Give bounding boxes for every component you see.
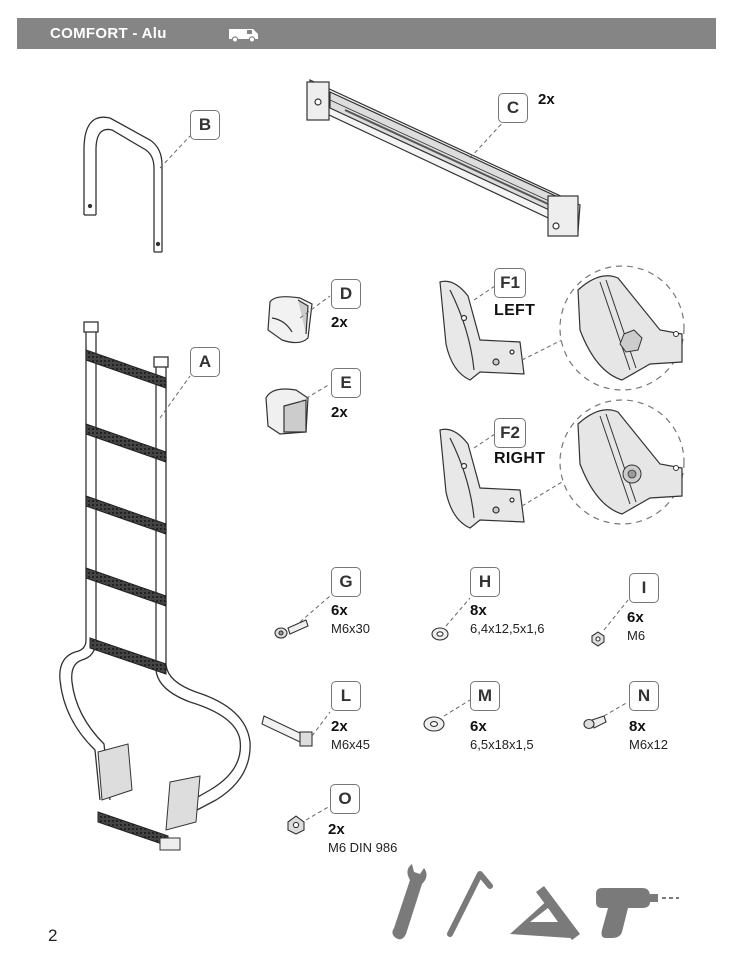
page-number: 2 [48,926,58,945]
f2-detail-view [559,399,685,525]
ladder-steps [85,349,169,847]
label-b: B [190,110,220,140]
page-header: COMFORT - Alu [17,18,716,49]
part-g-bolt [274,619,309,639]
qty-e: 2x [331,404,348,421]
label-h: H [470,567,500,597]
spec-n: M6x12 [629,737,669,752]
tools-row [392,864,679,940]
qty-m: 6x [470,718,487,735]
label-a: A [190,347,220,377]
part-b-handle [83,116,163,253]
part-f2-bracket [439,428,525,529]
part-l-bolt [261,715,313,747]
label-i: I [629,573,659,603]
wrench-icon [392,864,427,940]
f1-detail-view [559,265,685,391]
header-title: COMFORT - Alu [50,25,167,42]
ladder-brackets [97,743,201,851]
qty-i: 6x [627,609,644,626]
side-f2: RIGHT [494,450,546,467]
label-l: L [331,681,361,711]
qty-h: 8x [470,602,487,619]
qty-g: 6x [331,602,348,619]
part-m-washer [423,716,445,732]
part-d-cap [267,296,313,344]
part-a-ladder [59,321,251,821]
drill-icon [596,888,679,938]
leader-line-e [299,383,331,403]
label-f1: F1 [494,268,526,298]
qty-c: 2x [538,91,555,108]
van-icon [229,29,258,42]
spec-h: 6,4x12,5x1,6 [470,621,545,636]
leader-line-b [159,135,191,169]
part-o-locknut [287,815,305,835]
part-c-rail [306,79,581,237]
part-e-cap [265,388,309,435]
spec-g: M6x30 [331,621,371,636]
spec-m: 6,5x18x1,5 [470,737,534,752]
label-m: M [470,681,500,711]
part-n-screw [583,715,607,730]
hex-key-icon [447,871,493,937]
spec-o: M6 DIN 986 [328,840,398,855]
label-g: G [331,567,361,597]
qty-o: 2x [328,821,345,838]
square-icon [510,886,580,940]
qty-l: 2x [331,718,348,735]
qty-d: 2x [331,314,348,331]
label-d: D [331,279,361,309]
label-f2: F2 [494,418,526,448]
part-i-nut [591,631,605,647]
label-o: O [330,784,360,814]
label-c: C [498,93,528,123]
label-n: N [629,681,659,711]
side-f1: LEFT [494,302,536,319]
spec-i: M6 [627,628,646,643]
qty-n: 8x [629,718,646,735]
spec-l: M6x45 [331,737,371,752]
leader-line-d [299,295,331,319]
leader-line-c [469,119,506,159]
leader-line-a [159,375,191,419]
label-e: E [331,368,361,398]
part-f1-bracket [439,280,525,381]
part-h-washer [431,627,449,641]
